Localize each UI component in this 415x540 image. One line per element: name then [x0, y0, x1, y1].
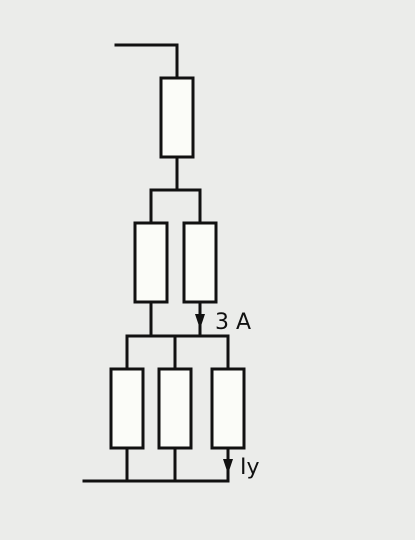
label-iy: Iy — [240, 455, 260, 480]
middle-split-wire — [149, 188, 202, 225]
label-3a: 3 A — [215, 310, 251, 335]
resistor-middle-right — [182, 221, 218, 304]
resistor-top — [159, 76, 195, 159]
resistors — [109, 76, 246, 450]
resistor-middle-left — [133, 221, 169, 304]
input-lead-wire — [114, 43, 179, 80]
resistor-bottom-left — [109, 367, 145, 450]
arrow-3a-icon — [195, 314, 205, 329]
bottom-split-wire — [125, 334, 230, 371]
arrow-iy-icon — [223, 459, 233, 474]
resistor-bottom-right — [210, 367, 246, 450]
current-arrows — [195, 314, 233, 474]
resistor-bottom-middle — [157, 367, 193, 450]
